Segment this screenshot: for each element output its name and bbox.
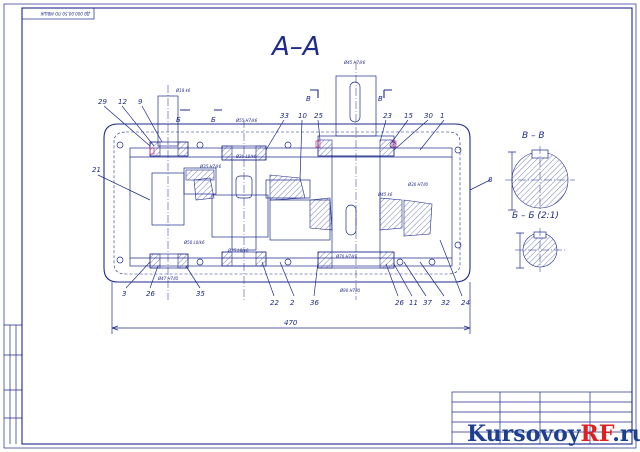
cut-arrows: [180, 89, 392, 111]
section-title: А–А: [270, 32, 321, 62]
bolt-holes: [116, 141, 462, 266]
callout-number: 1: [440, 112, 444, 120]
callout-number: 35: [196, 290, 205, 298]
title-block: [451, 391, 633, 445]
code-box: [21, 7, 95, 20]
seal-marks: [149, 140, 397, 155]
fit-label: Ø47 H7/l0: [157, 276, 179, 281]
callout-number: 10: [298, 112, 307, 120]
cut-mark-v2: В: [378, 95, 383, 103]
fit-label: Ø90 H7/l0: [339, 288, 361, 293]
inner-frame: [21, 7, 633, 445]
fit-label: Ø45 k6: [377, 192, 393, 197]
callout-number: 33: [280, 112, 289, 120]
fit-label: Ø30 L0/k6: [235, 154, 257, 159]
callout-number: 32: [441, 299, 450, 307]
fit-label: Ø30 H7/l0: [407, 182, 429, 187]
callout-number: 8: [488, 176, 493, 184]
section-vv-view: [515, 228, 566, 272]
fit-label: Ø25 L0/k6: [227, 248, 249, 253]
leader-lines: [97, 105, 491, 297]
callout-number: 26: [146, 290, 155, 298]
doc-code: ДВ 000.00.50 ЛО МВШК: [40, 11, 91, 16]
callout-number: 29: [98, 98, 107, 106]
svg-text:KursovoyRF.ru: KursovoyRF.ru: [467, 421, 640, 447]
callout-number: 3: [122, 290, 126, 298]
fit-label: Ø50 L0/k6: [183, 240, 205, 245]
callout-number: 24: [461, 299, 470, 307]
input-shaft: [149, 85, 217, 300]
intermediate-shaft: [193, 120, 311, 300]
overall-dimension: 470: [284, 319, 298, 327]
callout-number: 22: [270, 299, 279, 307]
callout-number: 2: [290, 299, 295, 307]
callout-number: 23: [383, 112, 392, 120]
cut-mark-b1: Б: [176, 116, 181, 124]
cut-mark-v1: В: [306, 95, 311, 103]
callout-number: 11: [409, 299, 418, 307]
fit-label: Ø35 H7/k6: [199, 164, 222, 169]
callout-number: 12: [118, 98, 127, 106]
callout-number: 36: [310, 299, 319, 307]
section-bb-view: [505, 146, 575, 214]
callout-number: 25: [314, 112, 323, 120]
fit-label: Ø45 H7/k6: [343, 60, 366, 65]
section-vv-title: Б – Б (2:1): [512, 211, 559, 221]
outer-frame: [3, 3, 637, 449]
fit-label: Ø70 H7/k6: [335, 254, 358, 259]
fit-label: Ø18 k6: [175, 88, 191, 93]
binding-strip: [4, 324, 22, 444]
callout-number: 26: [395, 299, 404, 307]
callout-number: 21: [92, 166, 101, 174]
callout-number: 30: [424, 112, 433, 120]
overall-dimension-line: [111, 282, 471, 334]
cut-mark-b2: Б: [211, 116, 216, 124]
watermark: KursovoyRF.ru: [467, 421, 640, 447]
fit-label: Ø55 H7/k6: [235, 118, 258, 123]
section-bb-title: В – В: [522, 131, 545, 141]
callout-number: 9: [138, 98, 143, 106]
output-shaft: [269, 62, 433, 300]
callout-number: 37: [423, 299, 432, 307]
callout-number: 15: [404, 112, 413, 120]
